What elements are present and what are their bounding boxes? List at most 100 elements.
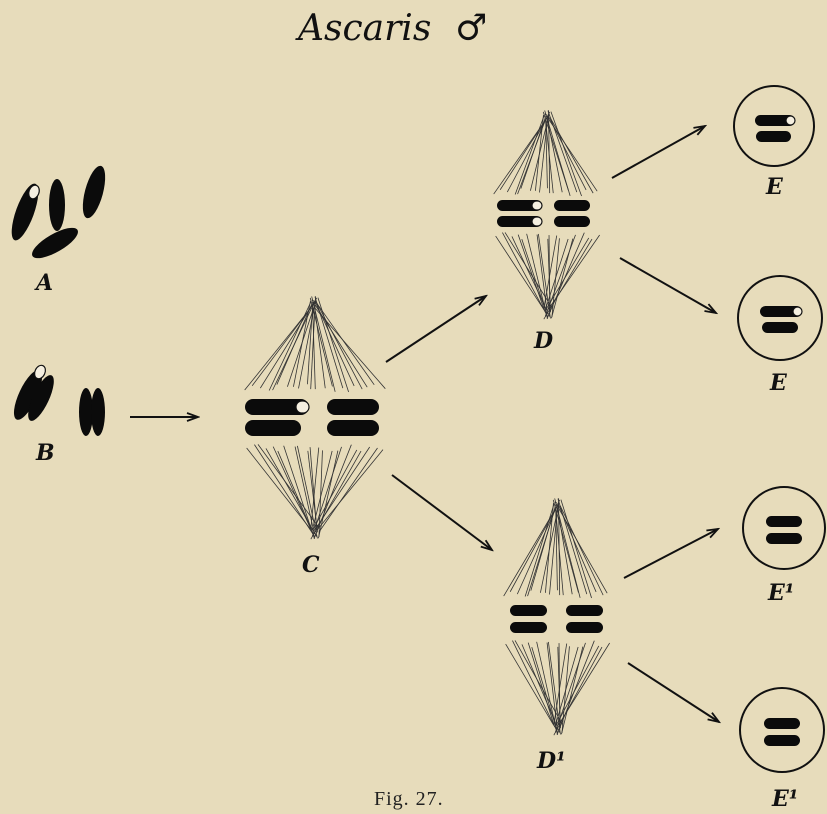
stage-b-chromosomes — [13, 364, 105, 436]
cell-e-second — [737, 275, 823, 361]
cell-e1-bottom — [739, 687, 825, 773]
spindle-fibre — [546, 232, 585, 319]
arrow-c-to-d — [385, 296, 486, 363]
spindle-fibre — [544, 113, 598, 192]
spindle-fibre — [293, 300, 311, 387]
spindle-fibre — [517, 234, 545, 311]
spindle-fibre — [545, 119, 548, 189]
spindle-fibre — [531, 646, 559, 734]
spindle-fibre — [548, 234, 600, 310]
label-c: C — [302, 552, 320, 578]
spindle-fibre — [502, 232, 549, 318]
spindle-fibre — [310, 450, 362, 540]
arrow-d1-to-e1-bottom — [627, 662, 719, 722]
spindle-fibre — [272, 446, 312, 531]
arrow-d-to-e-second — [619, 257, 716, 313]
arrow-c-to-d1 — [391, 474, 492, 550]
spindle-fibre — [521, 238, 549, 318]
male-symbol: ♂ — [455, 8, 487, 49]
label-e-second: E — [769, 370, 788, 396]
spindle-fibre — [312, 307, 316, 390]
spindle-fibre — [311, 296, 336, 392]
spindle-fibre — [251, 300, 317, 386]
spindle-fibre — [311, 299, 368, 388]
spindle-fibre — [318, 447, 378, 533]
cell-e-top — [733, 85, 815, 167]
spindle-fibre — [246, 447, 312, 530]
spindle-fibre — [512, 640, 559, 734]
figure-title: Ascaris — [295, 8, 431, 49]
spindle-fibre — [545, 121, 554, 194]
spindle-fibre — [276, 300, 314, 385]
spindle-fibre — [536, 641, 558, 736]
spindle-fibre — [553, 646, 603, 736]
spindle-fibre — [554, 646, 579, 727]
spindle-fibre — [553, 643, 568, 725]
spindle-fibre — [514, 115, 545, 195]
spindle-fibre — [550, 111, 582, 197]
spindle-fibre — [552, 499, 579, 593]
spindle-fibre — [294, 446, 315, 535]
spindle-fibre — [548, 235, 551, 312]
spindle-fibre — [544, 238, 569, 311]
spindle-fibre — [546, 237, 590, 310]
spindle-fibre — [543, 238, 593, 320]
spindle-d — [493, 110, 600, 320]
spindle-fibre — [554, 501, 608, 594]
arrow-d-to-e-top — [611, 126, 705, 179]
spindle-fibre — [555, 509, 564, 596]
spindle-fibre — [509, 502, 560, 592]
stage-c-chromosomes — [245, 399, 379, 436]
figure-caption: Fig. 27. — [374, 788, 444, 810]
spindle-fibre — [527, 642, 555, 727]
spindle-fibre — [554, 498, 581, 598]
spindle-fibre — [514, 640, 563, 725]
spindle-fibre — [277, 450, 316, 538]
spindle-fibre — [310, 447, 320, 529]
spindle-fibre — [268, 301, 312, 391]
spindle-fibre — [543, 235, 558, 309]
spindle-fibre — [544, 110, 571, 196]
spindle-fibre — [526, 233, 548, 320]
spindle-fibre — [254, 444, 316, 538]
arrow-d1-to-e1-third — [623, 529, 718, 579]
spindle-fibre — [318, 450, 339, 539]
spindle-fibre — [556, 645, 600, 726]
spindle-fibre — [311, 450, 333, 531]
spindle-fibre — [314, 300, 375, 386]
spindle-fibre — [559, 505, 604, 596]
label-d1: D¹ — [536, 748, 566, 774]
label-a: A — [34, 270, 53, 296]
spindle-fibre — [505, 643, 555, 726]
spindle-fibre — [557, 508, 573, 595]
spindle-fibre — [549, 117, 594, 194]
spindle-fibre — [313, 449, 358, 530]
spindle-fibre — [317, 449, 384, 530]
spindle-fibre — [314, 306, 326, 389]
spindle-fibre — [560, 499, 592, 599]
spindle-fibre — [283, 445, 315, 540]
cell-e1-third — [742, 486, 826, 570]
label-d: D — [533, 328, 553, 354]
spindle-fibre — [547, 110, 578, 193]
spindle-c — [244, 296, 386, 540]
spindle-fibre — [307, 305, 314, 385]
spindle-fibre — [315, 446, 371, 530]
spindle-fibre — [259, 297, 318, 389]
stage-d-chromosomes — [497, 200, 590, 227]
label-b: B — [35, 440, 55, 466]
stage-d1-chromosomes — [510, 605, 603, 633]
spindle-fibre — [310, 296, 316, 390]
spindle-fibre — [556, 640, 595, 735]
label-e1-third: E¹ — [767, 580, 794, 606]
spindle-fibre — [257, 444, 320, 529]
spindle-fibre — [537, 233, 551, 319]
spindle-fibre — [313, 444, 352, 539]
spindle-fibre — [314, 307, 386, 389]
spindle-d1 — [503, 498, 610, 736]
spindle-fibre — [536, 234, 548, 315]
spindle-fibre — [524, 503, 555, 597]
spindle-fibre — [555, 507, 558, 591]
